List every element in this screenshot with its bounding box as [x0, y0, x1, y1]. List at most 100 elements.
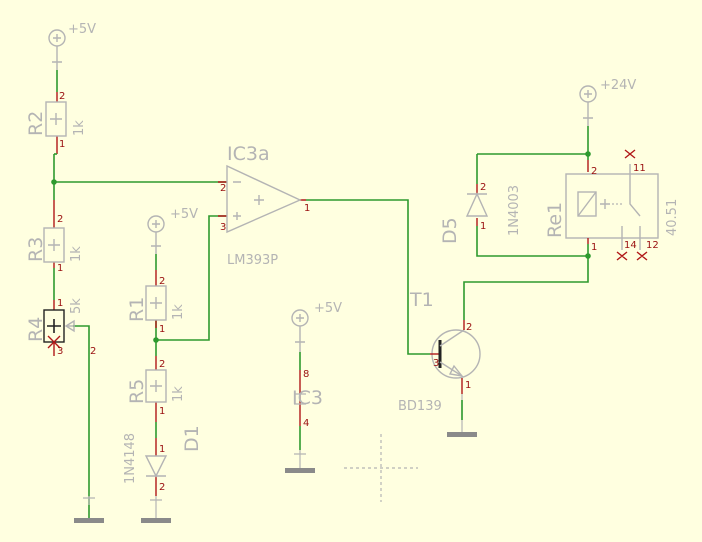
plus-icon [295, 314, 305, 352]
opamp-symbol-icon [226, 164, 302, 234]
junction-dot [585, 151, 591, 157]
pin-number: 2 [159, 276, 165, 287]
wire-coil-to-collector [463, 244, 589, 320]
coil-diagonal [577, 191, 597, 217]
value-label: BD139 [398, 399, 442, 414]
unconnected-cross-icon [616, 149, 648, 261]
diode-d5[interactable]: 2 1 D5 1N4003 [439, 182, 522, 244]
resistor-body [145, 369, 167, 403]
resistor-r2[interactable]: 2 1 R2 1k [25, 91, 87, 155]
comparator-ic3a[interactable]: 2 3 1 IC3a LM393P [218, 143, 310, 268]
pin-number: 2 [591, 166, 597, 177]
ref-label: IC3 [292, 387, 323, 409]
transistor-t1[interactable]: 3 2 1 T1 BD139 [398, 289, 481, 414]
resistor-r5[interactable]: 2 1 R5 1k [126, 356, 186, 422]
plus-icon [151, 220, 161, 254]
pin-number: 1 [159, 406, 165, 417]
junction-dot [51, 179, 57, 185]
wires [53, 126, 589, 505]
ground-t1 [447, 394, 477, 437]
ref-label: R1 [126, 297, 148, 322]
ref-label: Re1 [544, 202, 566, 238]
pin-number: 1 [159, 444, 165, 455]
pin-number: 1 [57, 298, 63, 309]
coil-icon [577, 191, 597, 217]
pin-number: 1 [480, 221, 486, 232]
resistor-r3[interactable]: 2 1 R3 1k [25, 200, 84, 274]
relay-re1[interactable]: 2 1 11 14 12 Re1 40.51 [544, 149, 680, 261]
plus-icon [583, 90, 593, 126]
pin-number: 3 [433, 358, 439, 369]
resistor-mark [150, 380, 162, 392]
emitter-arrow-icon [448, 364, 464, 377]
supply-24v[interactable]: +24V [579, 78, 636, 126]
wiper-arrow-icon [64, 319, 75, 333]
pin-number: 11 [633, 163, 646, 174]
value-label: 40.51 [665, 199, 680, 236]
pot-mark [47, 319, 61, 333]
potentiometer-r4[interactable]: 1 3 2 R4 5k [25, 298, 96, 357]
diode-symbol-icon [465, 192, 489, 217]
ground-icon [285, 468, 315, 473]
wire-output-to-base [306, 199, 430, 355]
pin-number: 3 [57, 346, 63, 357]
value-label: 1k [171, 386, 186, 402]
ground-ic3 [285, 450, 315, 473]
ic3-power[interactable]: 8 4 IC3 [292, 369, 323, 429]
pin-number: 2 [220, 183, 226, 194]
ref-label: R5 [126, 379, 148, 404]
grid-origin-cross [344, 434, 418, 502]
value-label: LM393P [227, 253, 278, 268]
pin-number: 1 [465, 380, 471, 391]
supply-label: +5V [170, 207, 198, 222]
transistor-legs [439, 329, 465, 377]
supply-5v-r1[interactable]: +5V [147, 207, 198, 270]
value-label: 5k [69, 298, 84, 314]
value-label: 1k [72, 120, 87, 136]
diode-symbol-icon [144, 455, 168, 478]
ground-icon [74, 518, 104, 523]
ref-label: T1 [409, 289, 434, 311]
wire-r4-wiper-to-ground [73, 325, 90, 505]
pin-number: 2 [480, 182, 486, 193]
resistor-r1[interactable]: 2 1 R1 1k [126, 270, 186, 335]
pin-number: 2 [59, 91, 65, 102]
junction-dot [153, 337, 159, 343]
unconnected-cross-icon [47, 335, 61, 349]
resistor-body [45, 101, 67, 137]
ground-r4 [74, 496, 104, 523]
value-label: 1k [69, 246, 84, 262]
ref-label: IC3a [227, 143, 270, 165]
pin-marks [294, 393, 306, 405]
junction-dot [585, 253, 591, 259]
pin-number: 2 [159, 359, 165, 370]
pin-number: 2 [466, 322, 472, 333]
supply-label: +5V [314, 301, 342, 316]
supply-5v-top[interactable]: +5V [48, 22, 96, 92]
supply-label: +24V [600, 78, 636, 93]
value-label: 1k [171, 304, 186, 320]
ref-label: D5 [439, 217, 461, 244]
ground-d1 [141, 496, 171, 523]
crosshair-icon [344, 434, 418, 502]
pin-number: 1 [59, 139, 65, 150]
coil-plus [600, 199, 610, 209]
supply-5v-ic3[interactable]: +5V [291, 301, 342, 352]
pin-leads [461, 320, 465, 394]
ground-lead [294, 450, 306, 468]
value-label: 1N4003 [507, 185, 522, 236]
diode-d1[interactable]: 1 2 1N4148 D1 [123, 425, 203, 496]
pin-number: 2 [90, 346, 96, 357]
ref-label: D1 [181, 425, 203, 452]
value-label: 1N4148 [123, 433, 138, 484]
resistor-mark [150, 297, 162, 309]
resistor-mark [48, 239, 60, 251]
contact-switch-icon [621, 164, 641, 250]
pin-number: 8 [303, 369, 309, 380]
ground-lead [83, 496, 95, 505]
ref-label: R3 [25, 237, 47, 262]
pin-number: 1 [591, 242, 597, 253]
